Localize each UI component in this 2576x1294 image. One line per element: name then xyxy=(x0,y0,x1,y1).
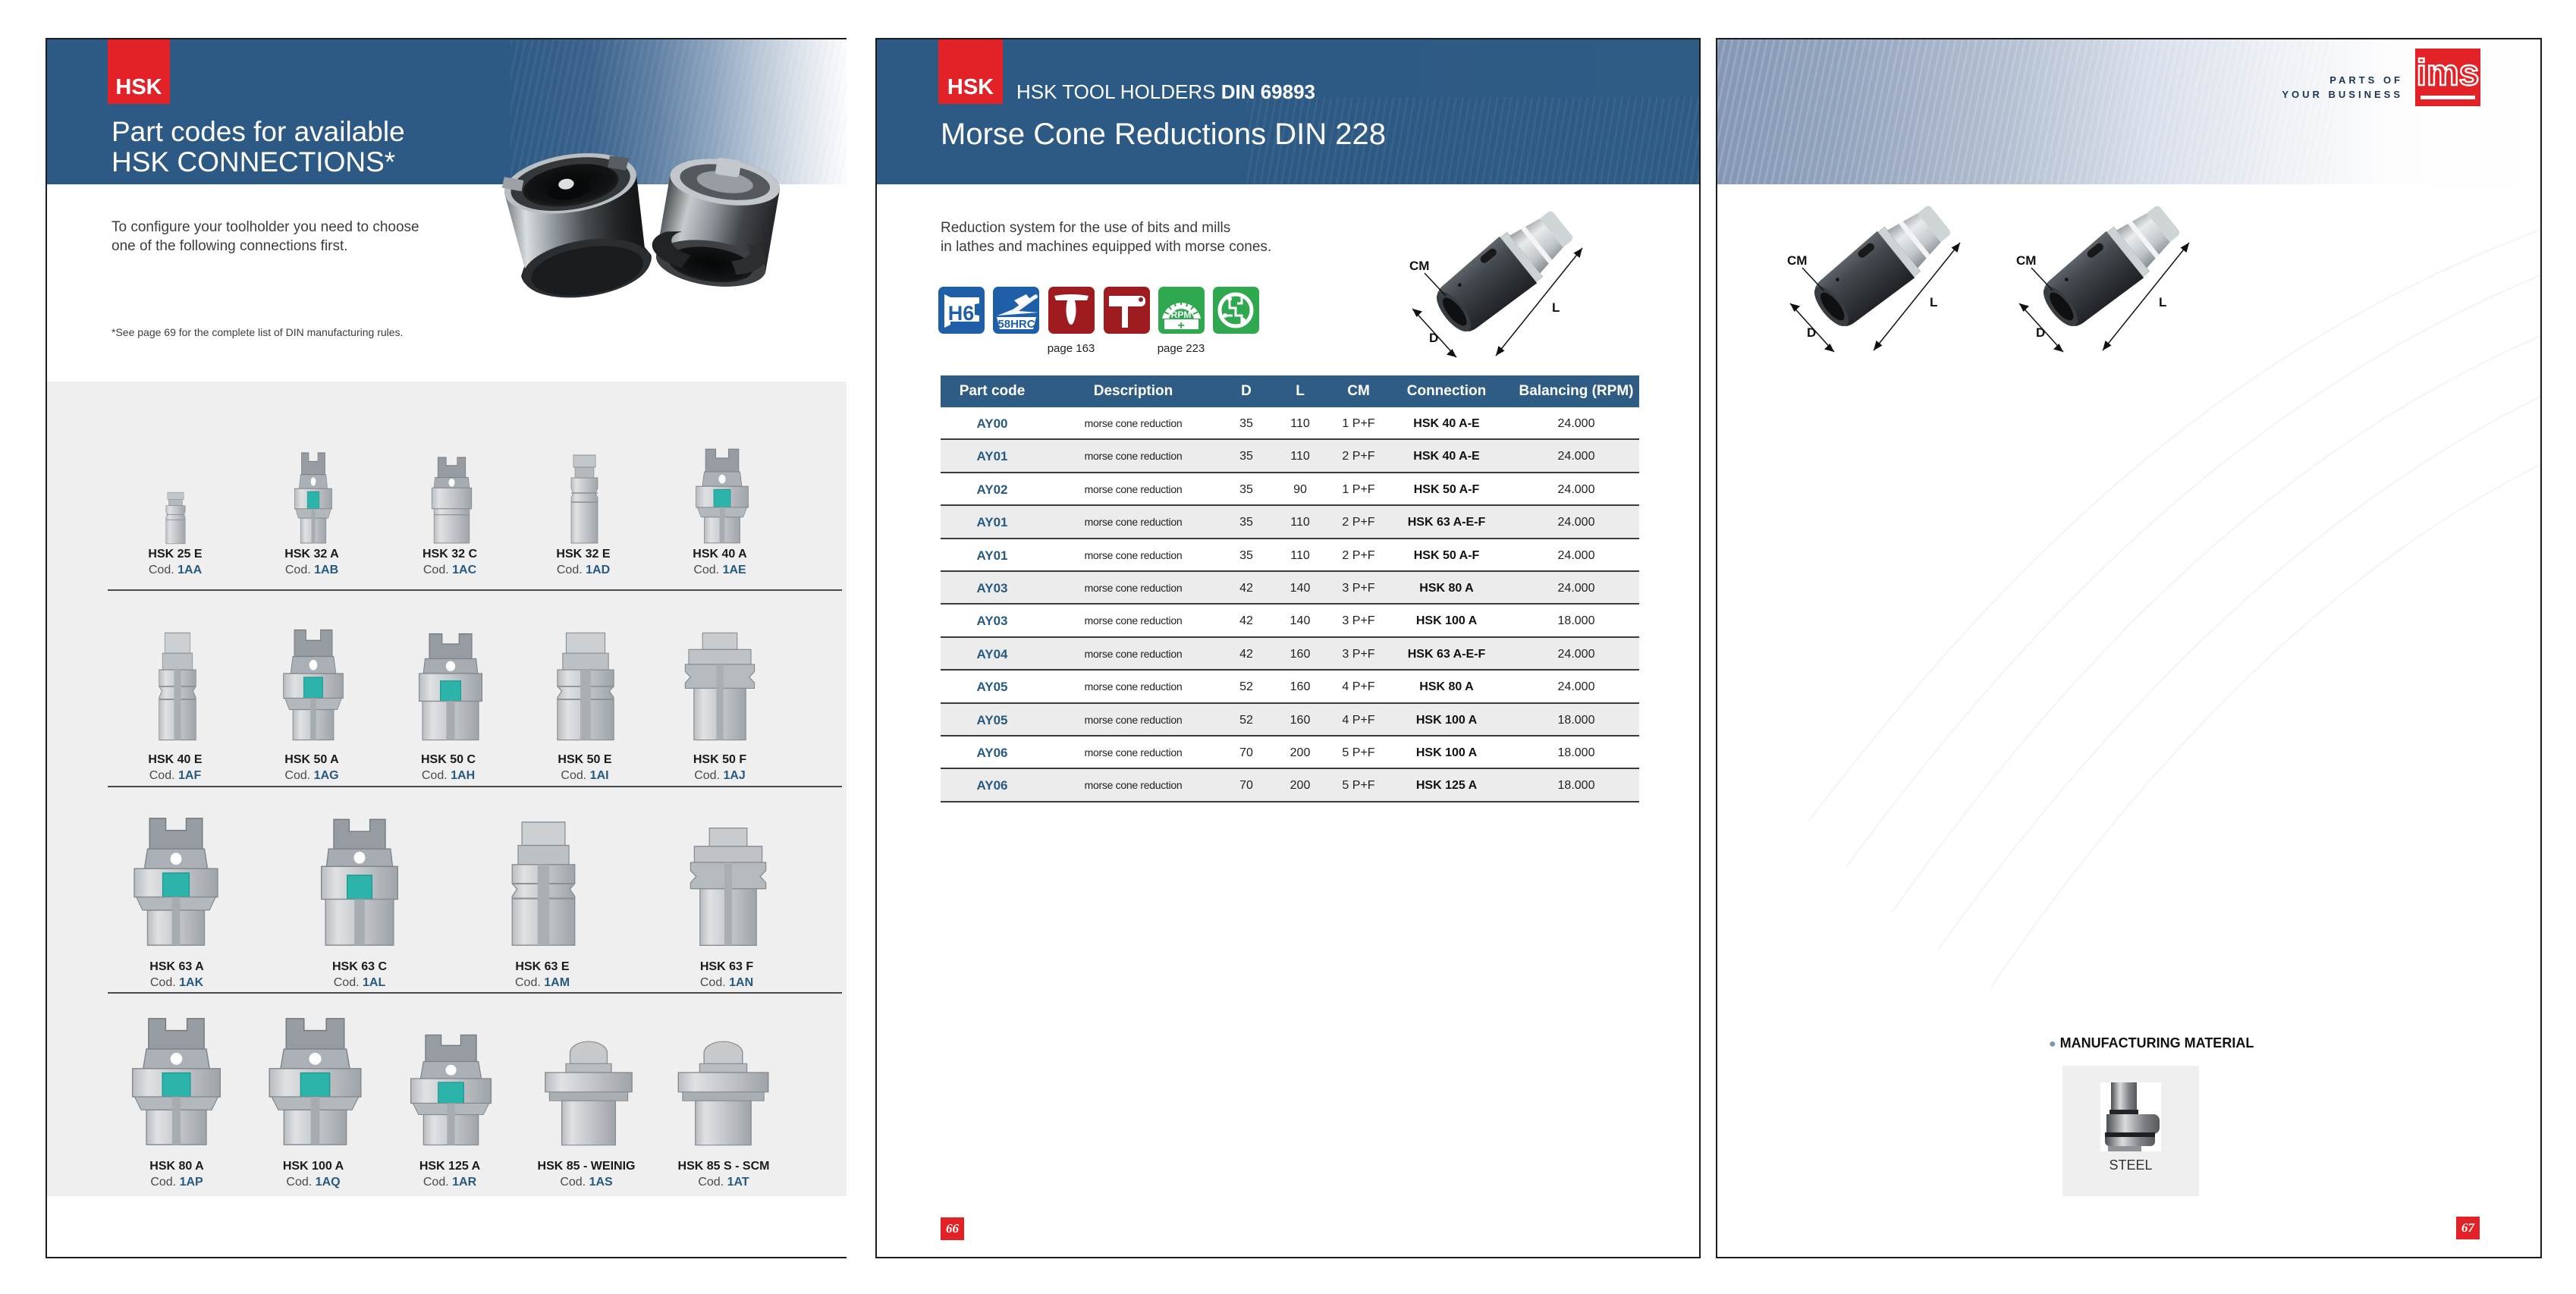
svg-text:D: D xyxy=(2036,325,2045,340)
svg-text:CM: CM xyxy=(2016,253,2036,268)
svg-text:D: D xyxy=(1429,331,1438,345)
svg-text:RPM: RPM xyxy=(1171,309,1192,320)
svg-text:L: L xyxy=(1930,295,1937,309)
svg-text:D: D xyxy=(1807,325,1816,340)
svg-text:CM: CM xyxy=(1787,253,1807,268)
svg-text:CM: CM xyxy=(1409,259,1429,273)
svg-text:L: L xyxy=(2159,295,2166,309)
svg-text:L: L xyxy=(1552,300,1560,315)
svg-text:58HRC: 58HRC xyxy=(997,318,1035,331)
svg-text:H6: H6 xyxy=(948,302,975,325)
svg-text:+: + xyxy=(1177,319,1184,332)
